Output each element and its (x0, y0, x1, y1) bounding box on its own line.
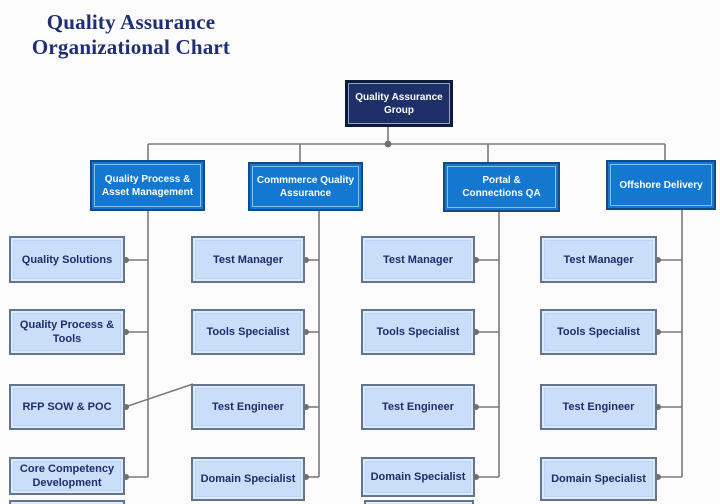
node-portal-domain-specialist: Domain Specialist (361, 457, 475, 497)
node-label: Tools Specialist (206, 326, 290, 338)
node-commerce-test-manager: Test Manager (191, 236, 305, 283)
node-label: Quality Process & Tools (19, 319, 115, 345)
chart-title-line2: Organizational Chart (31, 35, 231, 59)
node-offshore-test-engineer: Test Engineer (540, 384, 657, 430)
node-partial-bottom-col3 (364, 500, 474, 504)
node-rfp-sow-poc: RFP SOW & POC (9, 384, 125, 430)
chart-title-line1: Quality Assurance (46, 10, 216, 34)
node-label: Tools Specialist (557, 326, 640, 338)
node-portal-tools-specialist: Tools Specialist (361, 309, 475, 355)
node-label: Quality Process & Asset Management (101, 173, 194, 198)
node-label: Quality Assurance Group (355, 91, 443, 116)
node-offshore-test-manager: Test Manager (540, 236, 657, 283)
node-label: Quality Solutions (21, 253, 113, 266)
node-label: Offshore Delivery (619, 179, 703, 191)
node-label: Domain Specialist (370, 471, 466, 483)
node-label: Test Engineer (382, 401, 454, 413)
node-commerce-quality-assurance: Commmerce Quality Assurance (248, 162, 363, 211)
node-label: RFP SOW & POC (22, 401, 112, 413)
node-offshore-delivery: Offshore Delivery (606, 160, 716, 210)
node-label: Domain Specialist (200, 473, 296, 485)
node-commerce-test-engineer: Test Engineer (191, 384, 305, 430)
node-label: Core Competency Development (19, 463, 115, 489)
node-label: Tools Specialist (376, 326, 460, 338)
node-core-competency-development: Core Competency Development (9, 457, 125, 495)
node-partial-bottom-col1 (9, 500, 125, 504)
node-quality-solutions: Quality Solutions (9, 236, 125, 283)
node-label: Commmerce Quality Assurance (256, 174, 355, 199)
node-quality-process-asset-management: Quality Process & Asset Management (90, 160, 205, 211)
node-label: Domain Specialist (551, 473, 646, 485)
node-commerce-domain-specialist: Domain Specialist (191, 457, 305, 501)
node-label: Test Engineer (212, 401, 284, 413)
node-offshore-tools-specialist: Tools Specialist (540, 309, 657, 355)
node-quality-process-tools: Quality Process & Tools (9, 309, 125, 355)
node-portal-test-engineer: Test Engineer (361, 384, 475, 430)
chart-title: Quality Assurance Organizational Chart (18, 10, 244, 60)
node-quality-assurance-group: Quality Assurance Group (345, 80, 453, 127)
node-portal-connections-qa: Portal & Connections QA (443, 162, 560, 212)
node-portal-test-manager: Test Manager (361, 236, 475, 283)
node-commerce-tools-specialist: Tools Specialist (191, 309, 305, 355)
node-label: Test Engineer (562, 401, 635, 413)
node-label: Test Manager (212, 253, 284, 266)
node-label: Test Manager (382, 253, 454, 266)
node-offshore-domain-specialist: Domain Specialist (540, 457, 657, 501)
node-label: Portal & Connections QA (462, 175, 541, 199)
node-label: Test Manager (563, 253, 634, 266)
